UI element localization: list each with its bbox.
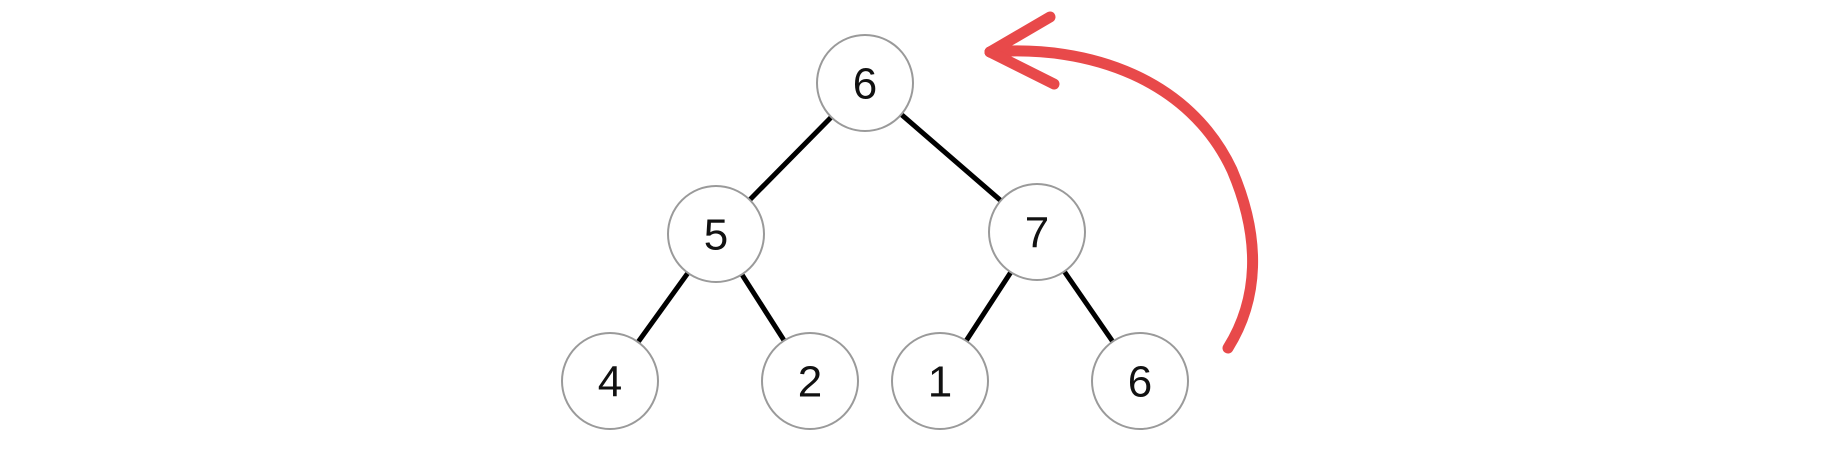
annotation-layer — [984, 11, 1258, 354]
node-circle — [816, 34, 914, 132]
node-label: 6 — [1128, 358, 1152, 407]
tree-node-7-n-r[interactable]: 7 — [988, 183, 1086, 281]
node-label: 1 — [928, 358, 952, 407]
node-label: 5 — [704, 211, 728, 260]
node-label: 4 — [598, 358, 622, 407]
tree-node-6-n-rr[interactable]: 6 — [1091, 332, 1189, 430]
tree-edge — [899, 112, 1003, 203]
tree-edge — [747, 115, 834, 202]
node-circle — [891, 332, 989, 430]
node-label: 2 — [798, 358, 822, 407]
arrow-head-upper-barb-icon — [984, 11, 1056, 58]
tree-nodes: 6 5 7 4 2 1 6 — [561, 34, 1189, 430]
node-circle — [761, 332, 859, 430]
node-label: 6 — [853, 60, 877, 109]
tree-node-6-root[interactable]: 6 — [816, 34, 914, 132]
tree-node-5-n-l[interactable]: 5 — [667, 185, 765, 283]
arrow-shaft-curve — [984, 45, 1258, 354]
tree-edges — [636, 112, 1115, 344]
node-circle — [667, 185, 765, 283]
tree-edge — [739, 273, 787, 342]
arrow-head-lower-barb-icon — [984, 46, 1060, 90]
tree-node-4-n-ll[interactable]: 4 — [561, 332, 659, 430]
tree-node-2-n-lr[interactable]: 2 — [761, 332, 859, 430]
node-circle — [1091, 332, 1189, 430]
tree-edge — [1062, 270, 1115, 343]
node-circle — [988, 183, 1086, 281]
tree-edge — [636, 271, 690, 344]
node-label: 7 — [1025, 209, 1049, 258]
tree-node-1-n-rl[interactable]: 1 — [891, 332, 989, 430]
tree-edge — [964, 270, 1013, 343]
node-circle — [561, 332, 659, 430]
